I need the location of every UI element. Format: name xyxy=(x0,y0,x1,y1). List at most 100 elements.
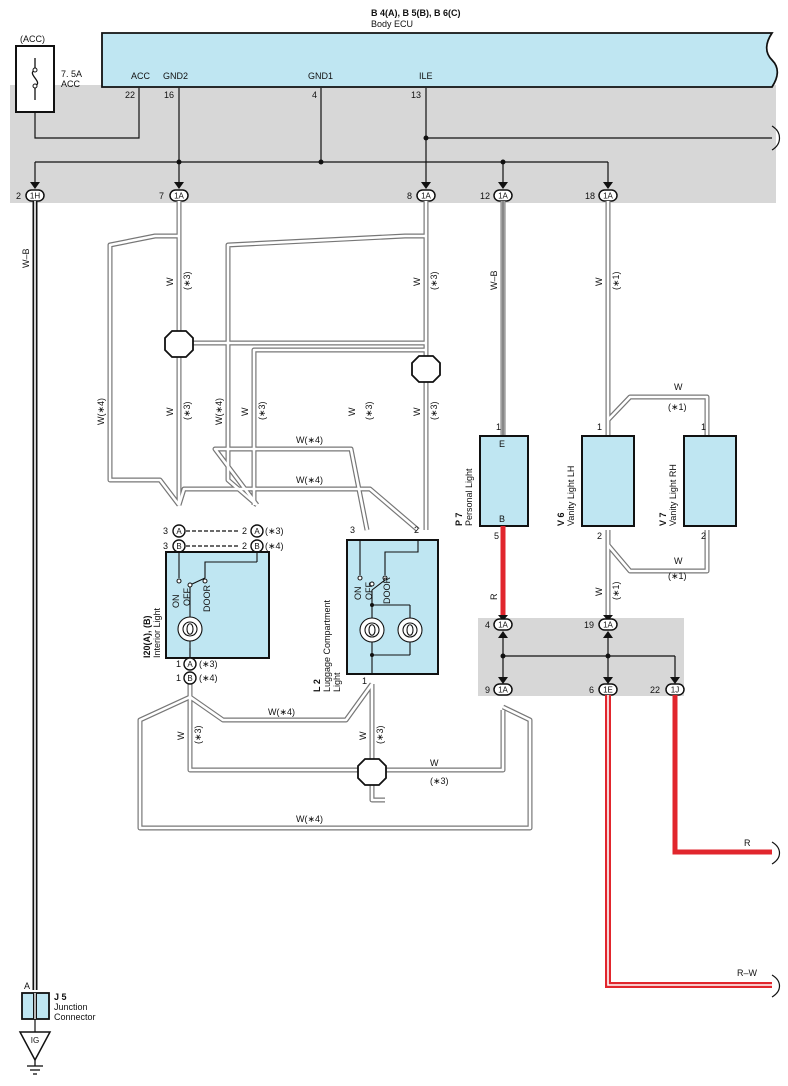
luggage-pin-a: 3 xyxy=(350,525,355,535)
junction-name2: Connector xyxy=(54,1012,96,1022)
vanity-rh-pin-top: 1 xyxy=(701,422,706,432)
ecu-pin-gnd2-num: 16 xyxy=(164,90,174,100)
personal-term-top: E xyxy=(499,439,505,449)
wire-label-w-12: W xyxy=(674,382,683,392)
svg-text:A: A xyxy=(176,527,182,536)
svg-text:3: 3 xyxy=(163,526,168,536)
ecu-pin-acc-num: 22 xyxy=(125,90,135,100)
ecu-pin-acc-name: ACC xyxy=(131,71,151,81)
wire-label-n3-9: (∗3) xyxy=(430,776,449,786)
ecu-pin-ile-num: 13 xyxy=(411,90,421,100)
luggage-light-ref: L 2 xyxy=(312,679,322,692)
svg-text:22: 22 xyxy=(650,685,660,695)
interior-light-switch xyxy=(177,552,258,658)
interior-light-box xyxy=(165,551,270,659)
wire-label-w-5: W xyxy=(240,407,250,416)
splice-point-1 xyxy=(164,330,194,358)
svg-text:1H: 1H xyxy=(30,192,40,201)
wire-label-r-1: R xyxy=(489,593,499,600)
wire-label-r-2: R xyxy=(744,838,751,848)
white-wires-inner xyxy=(108,201,709,830)
svg-text:1A: 1A xyxy=(174,192,184,201)
svg-text:1A: 1A xyxy=(498,621,508,630)
wire-label-w4-4: W(∗4) xyxy=(296,475,323,485)
svg-text:3: 3 xyxy=(163,541,168,551)
luggage-light-name2: Light xyxy=(332,672,342,692)
personal-pin-top: 1 xyxy=(496,422,501,432)
svg-text:(∗3): (∗3) xyxy=(199,659,218,669)
bottom-connector-9: 1A 9 xyxy=(485,677,513,696)
wire-label-w-9: W xyxy=(176,731,186,740)
ecu-ref: B 4(A), B 5(B), B 6(C) xyxy=(371,8,461,18)
fuse-group: (ACC) xyxy=(20,34,45,44)
personal-light-box xyxy=(479,435,529,527)
ecu-pin-gnd1-name: GND1 xyxy=(308,71,333,81)
svg-text:2: 2 xyxy=(242,526,247,536)
ecu-pin-ile-name: ILE xyxy=(419,71,433,81)
luggage-pin-c: 1 xyxy=(362,676,367,686)
vanity-lh-pin-bot: 2 xyxy=(597,531,602,541)
wire-label-w4-3: W(∗4) xyxy=(296,435,323,445)
vanity-lh-ref: V 6 xyxy=(556,512,566,526)
junction-pin: A xyxy=(24,981,30,991)
luggage-sw-on: ON xyxy=(353,587,363,601)
svg-text:1A: 1A xyxy=(603,192,613,201)
bottom-connector-6: 1E 6 xyxy=(589,677,618,696)
svg-text:2: 2 xyxy=(16,191,21,201)
lower-harness-band xyxy=(478,618,684,696)
svg-text:4: 4 xyxy=(485,620,490,630)
wire-label-w4-2: W(∗4) xyxy=(214,398,224,425)
fuse-rating: 7. 5A xyxy=(61,69,82,79)
upper-harness-band xyxy=(10,85,776,203)
vanity-lh-pin-top: 1 xyxy=(597,422,602,432)
wire-label-n3-5: (∗3) xyxy=(364,401,374,420)
vanity-rh-ref: V 7 xyxy=(658,512,668,526)
wire-label-w-1: W xyxy=(165,277,175,286)
vanity-rh-name: Vanity Light RH xyxy=(668,464,678,526)
ecu-pin-gnd1-num: 4 xyxy=(312,90,317,100)
wire-label-wb-left: W–B xyxy=(21,248,31,268)
wire-label-w-7: W xyxy=(412,407,422,416)
svg-text:2: 2 xyxy=(242,541,247,551)
wire-label-rw: R–W xyxy=(737,968,758,978)
luggage-pin-b: 2 xyxy=(414,525,419,535)
wire-label-wb-2: W–B xyxy=(489,270,499,290)
svg-text:1: 1 xyxy=(176,673,181,683)
personal-light-ref: P 7 xyxy=(454,513,464,526)
svg-text:B: B xyxy=(187,674,192,683)
wire-label-n3-2: (∗3) xyxy=(429,271,439,290)
interior-sw-on: ON xyxy=(171,595,181,609)
ecu-junction-dots xyxy=(176,135,506,165)
splice-point-3 xyxy=(357,758,387,786)
wire-label-n1-4: (∗1) xyxy=(668,571,687,581)
wire-label-n1-2: (∗1) xyxy=(611,581,621,600)
splice-point-2 xyxy=(411,355,441,383)
svg-text:19: 19 xyxy=(584,620,594,630)
luggage-light-name1: Luggage Compartment xyxy=(322,599,332,692)
junction-name1: Junction xyxy=(54,1002,88,1012)
interior-light-ref: I20(A), (B) xyxy=(142,615,152,658)
interior-sw-off: OFF xyxy=(182,588,192,606)
wire-label-n1-1: (∗1) xyxy=(611,271,621,290)
svg-text:B: B xyxy=(176,542,181,551)
wire-label-w4-5: W(∗4) xyxy=(268,707,295,717)
wire-label-n3-6: (∗3) xyxy=(429,401,439,420)
wire-label-w-3: W xyxy=(594,277,604,286)
svg-text:12: 12 xyxy=(480,191,490,201)
svg-text:9: 9 xyxy=(485,685,490,695)
svg-text:1: 1 xyxy=(176,659,181,669)
ecu-pin-gnd2-name: GND2 xyxy=(163,71,188,81)
svg-text:1A: 1A xyxy=(421,192,431,201)
svg-text:A: A xyxy=(187,660,193,669)
wire-label-n3-4: (∗3) xyxy=(257,401,267,420)
luggage-light-switch xyxy=(359,540,423,674)
wire-label-n3-3: (∗3) xyxy=(182,401,192,420)
ground-triangle-icon xyxy=(18,1031,52,1062)
svg-text:1A: 1A xyxy=(603,621,613,630)
ground-icon xyxy=(27,1060,43,1075)
personal-light-name: Personal Light xyxy=(464,468,474,526)
svg-text:B: B xyxy=(254,542,259,551)
svg-text:A: A xyxy=(254,527,260,536)
ground-label: IG xyxy=(31,1036,39,1045)
